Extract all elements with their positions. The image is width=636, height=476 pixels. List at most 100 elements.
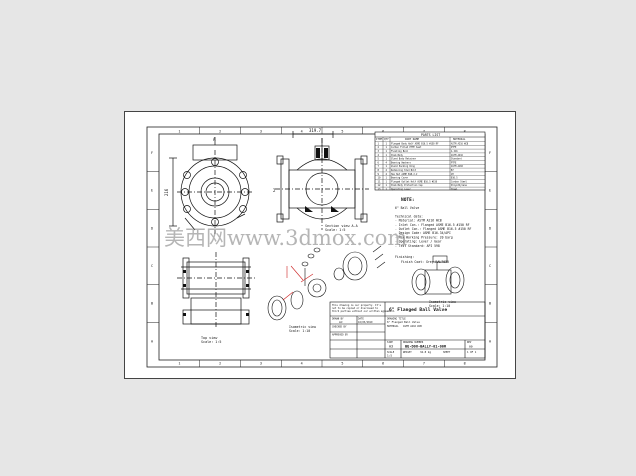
parts-cell-qty: 4 xyxy=(386,169,388,172)
parts-cell-item: 5 xyxy=(378,158,380,161)
parts-cell-item: 9 xyxy=(378,173,380,176)
end-view xyxy=(169,137,253,234)
grid-column-top: 2 xyxy=(219,130,221,134)
grid-row-left: E xyxy=(151,189,153,193)
parts-cell-item: 7 xyxy=(378,165,380,168)
tb-drawing-title-value: 6" Flanged Ball Valve xyxy=(387,320,420,324)
drawing-title: 6" Flanged Ball Valve xyxy=(389,307,447,313)
grid-row-left: D xyxy=(151,226,153,230)
tb-checked-by-label: CHECKED BY xyxy=(332,326,347,329)
parts-cell-name: Stem Body xyxy=(391,154,404,157)
tb-rev-value: 00 xyxy=(469,345,473,349)
parts-cell-name: Flanged Body Half ASME B16.5 #150 RF xyxy=(391,142,439,145)
grid-row-right: F xyxy=(489,151,491,155)
parts-cell-name: Gland Packing Ring xyxy=(391,165,415,168)
top-view-label: Top view xyxy=(201,336,218,340)
parts-cell-name: Gland Body Retainer xyxy=(391,158,417,161)
section-marker-a: A xyxy=(213,137,216,142)
exploded-isometric xyxy=(267,245,386,321)
parts-cell-name: Hex Nut ASME B18.2.2 xyxy=(391,173,418,176)
grid-row-right: E xyxy=(489,189,491,193)
tb-drawn-by-value: AJ xyxy=(339,320,343,324)
notes-line: Technical data: xyxy=(395,214,423,218)
parts-list-title: PARTS LIST xyxy=(421,133,440,137)
tb-size-label: SIZE xyxy=(387,341,393,344)
grid-column-top: 3 xyxy=(260,130,262,134)
parts-cell-material: B7 xyxy=(451,169,454,172)
notes-line: - Operating: Lever / Gear xyxy=(395,240,442,244)
tb-scale-value: 1:5 xyxy=(387,354,392,358)
parts-cell-name: Bearing Cover xyxy=(391,177,409,180)
dim-left-vertical: 216 xyxy=(164,188,169,196)
grid-column-bottom: 7 xyxy=(423,362,425,366)
tb-material-value: ASTM A216 WCB xyxy=(403,325,422,328)
parts-cell-material: ASTM A216 WCB xyxy=(451,142,469,145)
parts-cell-qty: 4 xyxy=(386,161,388,164)
grid-column-bottom: 1 xyxy=(178,362,180,366)
grid-column-top: 4 xyxy=(301,130,303,134)
top-view-bolts xyxy=(183,270,249,316)
tb-sheet-value: 1 OF 1 xyxy=(467,350,477,354)
notes-line: - Inlet Con.: Flanged ASME B16.5 #150 RF xyxy=(395,223,470,227)
tb-size-value: A3 xyxy=(389,345,393,349)
parts-cell-item: 10 xyxy=(378,177,381,180)
parts-cell-name: Flanged Outlet Half ASME B16.5 #150 xyxy=(391,180,438,183)
parts-cell-qty: 1 xyxy=(386,146,388,149)
parts-cell-name: Stem Body Protection Cap xyxy=(391,184,423,187)
parts-cell-item: 12 xyxy=(378,184,381,187)
parts-cell-material: Carbon Steel xyxy=(451,180,467,183)
dim-width: 319.7 xyxy=(309,128,322,133)
grid-row-right: D xyxy=(489,226,491,230)
tb-drawing-number-label: DRAWING NUMBER xyxy=(403,341,424,344)
parts-cell-qty: 1 xyxy=(386,150,388,153)
parts-cell-item: 4 xyxy=(378,154,380,157)
parts-cell-material: Steel xyxy=(451,188,458,191)
parts-cell-qty: 1 xyxy=(386,165,388,168)
parts-cell-item: 6 xyxy=(378,161,380,164)
top-view-scale: Scale: 1:5 xyxy=(201,340,221,344)
section-view-label: Section view A-A xyxy=(325,224,358,228)
grid-column-bottom: 2 xyxy=(219,362,221,366)
parts-cell-name: Bearing Washers xyxy=(391,161,411,164)
parts-cell-material: ASTM A182 xyxy=(451,165,464,168)
grid-column-top: 6 xyxy=(382,130,384,134)
parts-cell-material: A 216 xyxy=(451,150,458,153)
tb-date-value: 16/03/2019 xyxy=(358,321,373,324)
dim-center: 2 xyxy=(273,188,276,193)
grid-column-bottom: 4 xyxy=(301,362,303,366)
parts-cell-material: Polyethylene xyxy=(451,184,467,187)
parts-cell-name: Operating Lever xyxy=(391,188,411,191)
parts-cell-qty: 1 xyxy=(386,177,388,180)
parts-cell-qty: 1 xyxy=(386,158,388,161)
parts-cell-name: Retaining Stud Bolt xyxy=(391,169,417,172)
tb-weight-value: 34.8 kg xyxy=(420,350,431,354)
parts-cell-item: 8 xyxy=(378,169,380,172)
parts-cell-item: 2 xyxy=(378,146,380,149)
parts-cell-material: ASTM A216 xyxy=(451,154,464,157)
notes-line: - Material: ASTM A216 WCB xyxy=(395,219,442,223)
parts-cell-item: 11 xyxy=(378,180,381,183)
iso-exploded-scale: Scale: 1:10 xyxy=(289,329,310,333)
iso-assembled-scale: Scale: 1:10 xyxy=(429,304,450,308)
grid-column-top: 8 xyxy=(464,130,466,134)
exploded-accent-lines xyxy=(282,265,314,301)
grid-column-top: 5 xyxy=(341,130,343,134)
parts-header-cell: PART NAME xyxy=(405,137,419,141)
tb-sheet-label: SHEET xyxy=(443,351,451,354)
parts-cell-item: 1 xyxy=(378,142,380,145)
section-view xyxy=(275,131,369,230)
parts-cell-qty: 1 xyxy=(386,188,388,191)
parts-cell-material: 2H xyxy=(451,173,454,176)
parts-cell-qty: 1 xyxy=(386,180,388,183)
parts-cell-name: Floating Ball xyxy=(391,150,409,153)
grid-row-left: F xyxy=(151,151,153,155)
tb-disclaimer: This drawing is our property. It's not t… xyxy=(332,304,395,313)
